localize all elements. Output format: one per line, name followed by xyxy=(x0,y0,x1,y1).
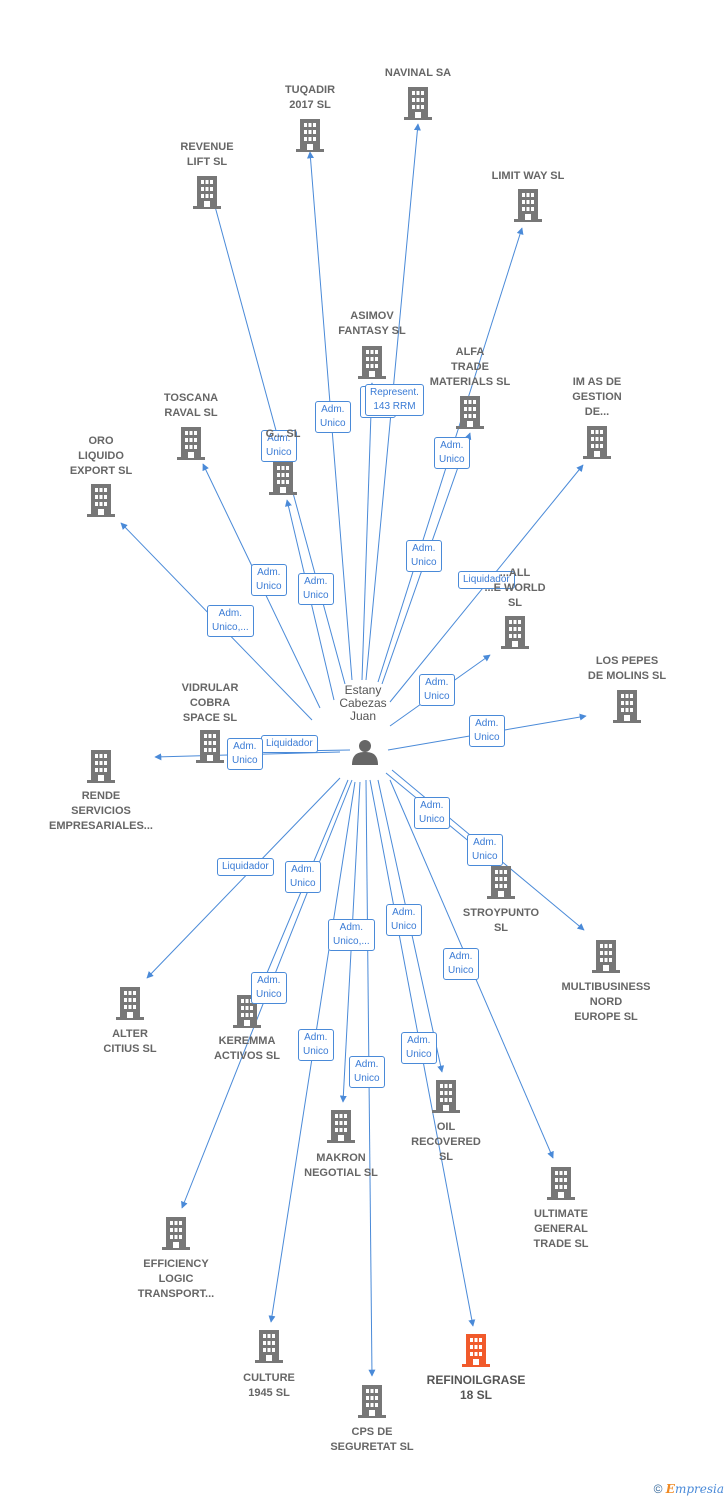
relation-label-revenue[interactable]: Adm. Unico xyxy=(261,430,297,462)
company-label-asimov[interactable]: ASIMOV FANTASY SL xyxy=(338,310,406,337)
building-icon[interactable] xyxy=(592,940,620,973)
company-label-culture[interactable]: CULTURE 1945 SL xyxy=(243,1372,295,1399)
relation-label-alfa[interactable]: Adm. Unico xyxy=(406,540,442,572)
building-icon[interactable] xyxy=(177,427,205,460)
company-label-keremma[interactable]: KEREMMA ACTIVOS SL xyxy=(213,1035,280,1062)
company-label-imas[interactable]: IM AS DE GESTION DE... xyxy=(572,376,622,418)
building-icon[interactable] xyxy=(613,690,641,723)
company-label-makron[interactable]: MAKRON NEGOTIAL SL xyxy=(304,1152,378,1179)
building-icon[interactable] xyxy=(358,1385,386,1418)
company-label-oil[interactable]: OIL RECOVERED SL xyxy=(411,1121,481,1163)
company-label-world[interactable]: ...ALL ...E WORLD SL xyxy=(484,567,546,609)
relation-label-cps[interactable]: Adm. Unico xyxy=(349,1056,385,1088)
company-label-alfa[interactable]: ALFA TRADE MATERIALS SL xyxy=(429,346,511,388)
company-label-refinoil[interactable]: REFINOILGRASE 18 SL xyxy=(426,1373,526,1402)
company-label-limitway[interactable]: LIMIT WAY SL xyxy=(491,170,565,182)
relation-label-imas[interactable]: Liquidador xyxy=(458,571,515,589)
building-icon[interactable] xyxy=(583,426,611,459)
company-label-tuqadir[interactable]: TUQADIR 2017 SL xyxy=(284,84,336,111)
relation-label-oil[interactable]: Adm. Unico xyxy=(401,1032,437,1064)
building-icon[interactable] xyxy=(358,346,386,379)
company-label-alter[interactable]: ALTER CITIUS SL xyxy=(103,1028,157,1055)
relation-label-toscana[interactable]: Adm. Unico xyxy=(251,564,287,596)
company-label-cps[interactable]: CPS DE SEGURETAT SL xyxy=(330,1426,414,1453)
building-icon[interactable] xyxy=(162,1217,190,1250)
building-icon[interactable] xyxy=(193,176,221,209)
building-icon[interactable] xyxy=(87,750,115,783)
copyright-icon: © xyxy=(653,1482,663,1496)
building-icon[interactable] xyxy=(116,987,144,1020)
person-node[interactable] xyxy=(352,740,378,765)
company-label-multibusiness[interactable]: MULTIBUSINESS NORD EUROPE SL xyxy=(561,981,651,1023)
relation-label-rende[interactable]: Adm. Unico xyxy=(227,738,263,770)
relation-edge-asimov xyxy=(361,382,376,681)
relation-label-culture[interactable]: Adm. Unico xyxy=(298,1029,334,1061)
building-icon[interactable] xyxy=(196,730,224,763)
relation-label-gsl[interactable]: Adm. Unico xyxy=(298,573,334,605)
company-label-navinal[interactable]: NAVINAL SA xyxy=(384,67,452,79)
company-label-ultimate[interactable]: ULTIMATE GENERAL TRADE SL xyxy=(533,1208,589,1250)
relation-label-keremma[interactable]: Adm. Unico xyxy=(285,861,321,893)
relation-label-alter[interactable]: Liquidador xyxy=(217,858,274,876)
company-label-rende[interactable]: RENDE SERVICIOS EMPRESARIALES... xyxy=(49,790,153,832)
building-icon[interactable] xyxy=(501,616,529,649)
relation-label-world[interactable]: Adm. Unico xyxy=(419,674,455,706)
company-label-vidrular[interactable]: VIDRULAR COBRA SPACE SL xyxy=(181,682,239,724)
company-label-pepes[interactable]: LOS PEPES DE MOLINS SL xyxy=(587,655,667,682)
relation-label-pepes[interactable]: Adm. Unico xyxy=(469,715,505,747)
company-label-oro[interactable]: ORO LIQUIDO EXPORT SL xyxy=(69,435,133,477)
building-icon[interactable] xyxy=(547,1167,575,1200)
relation-label-tuqadir[interactable]: Adm. Unico xyxy=(315,401,351,433)
building-icon[interactable] xyxy=(514,189,542,222)
relation-label-stroypunto[interactable]: Adm. Unico xyxy=(414,797,450,829)
building-icon[interactable] xyxy=(432,1080,460,1113)
building-icon[interactable] xyxy=(462,1334,490,1367)
building-icon[interactable] xyxy=(255,1330,283,1363)
relation-label-efficiency[interactable]: Adm. Unico xyxy=(251,972,287,1004)
building-icon[interactable] xyxy=(404,87,432,120)
building-icon[interactable] xyxy=(269,462,297,495)
company-label-revenue[interactable]: REVENUE LIFT SL xyxy=(180,141,234,168)
person-icon xyxy=(352,740,378,765)
building-icon[interactable] xyxy=(456,396,484,429)
company-label-stroypunto[interactable]: STROYPUNTO SL xyxy=(462,907,540,934)
relation-edge-alter xyxy=(146,777,341,979)
relation-label-vidrular[interactable]: Liquidador xyxy=(261,735,318,753)
relation-label-asimov[interactable]: Represent. 143 RRM xyxy=(365,384,424,416)
building-icon[interactable] xyxy=(87,484,115,517)
relation-label-refinoil[interactable]: Adm. Unico xyxy=(386,904,422,936)
relation-label-multibusiness[interactable]: Adm. Unico xyxy=(467,834,503,866)
person-name-label: Estany Cabezas Juan xyxy=(339,683,387,723)
building-icon[interactable] xyxy=(487,866,515,899)
company-label-toscana[interactable]: TOSCANA RAVAL SL xyxy=(163,392,219,419)
building-icon[interactable] xyxy=(296,119,324,152)
relation-label-ultimate[interactable]: Adm. Unico xyxy=(443,948,479,980)
footer-brand[interactable]: © Empresia xyxy=(654,1482,724,1496)
building-icon[interactable] xyxy=(327,1110,355,1143)
empresia-logo: Empresia xyxy=(665,1482,724,1496)
relation-label-limitway[interactable]: Adm. Unico xyxy=(434,437,470,469)
company-label-gsl[interactable]: G... SL xyxy=(265,428,301,440)
relation-label-makron[interactable]: Adm. Unico,... xyxy=(328,919,375,951)
company-label-efficiency[interactable]: EFFICIENCY LOGIC TRANSPORT... xyxy=(137,1258,215,1300)
relation-label-oro[interactable]: Adm. Unico,... xyxy=(207,605,254,637)
